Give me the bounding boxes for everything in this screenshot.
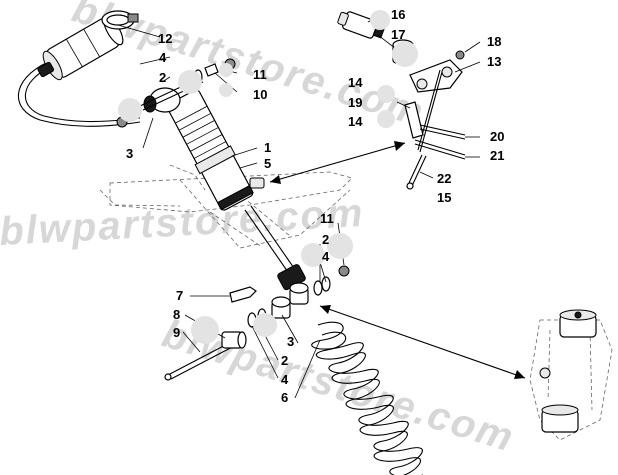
gas-reservoir [37,10,139,81]
callout-20: 20 [490,129,504,144]
bolt-20 [419,124,466,140]
callout-bubbles [118,10,418,344]
callout-19: 19 [348,95,362,110]
spacer-8 [221,331,247,349]
bottom-bushing [289,282,309,305]
callout-7: 7 [176,288,183,303]
callout-5: 5 [264,156,271,171]
bracket-13 [409,59,463,93]
coil-spring [311,321,423,475]
callout-12: 12 [158,31,172,46]
callout-14: 14 [348,75,363,90]
callout-8: 8 [173,307,180,322]
bushing-3-lower [271,296,291,319]
callout-2-lower: 2 [322,232,329,247]
hose-clamp [101,10,139,30]
pin-22 [406,154,427,190]
callout-4: 4 [159,50,167,65]
callout-17: 17 [391,27,405,42]
callout-10: 10 [253,87,267,102]
callout-11: 11 [253,67,267,82]
callout-13: 13 [487,54,501,69]
lower-bracket [529,309,613,441]
pin-7 [229,286,257,303]
callout-4-bottom: 4 [281,372,289,387]
callout-18: 18 [487,34,501,49]
callout-21: 21 [490,148,504,163]
callout-9: 9 [173,325,180,340]
callout-1: 1 [264,140,271,155]
link-19 [404,101,424,139]
assembly-arrows [269,141,526,379]
a-arm-frame [99,164,353,249]
callout-2-bottom: 2 [281,353,288,368]
callout-16: 16 [391,7,405,22]
callout-3-lower: 3 [287,334,294,349]
callout-11-lower: 11 [320,211,334,226]
callout-4-lower: 4 [322,249,330,264]
bolt-21 [414,139,466,160]
callout-labels: 12 4 2 11 10 3 1 5 16 17 18 13 14 19 14 … [126,7,504,405]
callout-2: 2 [159,70,166,85]
callout-3: 3 [126,146,133,161]
bolt-9 [164,339,239,381]
shock-absorber [143,87,309,305]
callout-22: 22 [437,171,451,186]
callout-15: 15 [437,190,451,205]
callout-14-lower: 14 [348,114,363,129]
callout-6: 6 [281,390,288,405]
reservoir-hose [17,61,141,127]
